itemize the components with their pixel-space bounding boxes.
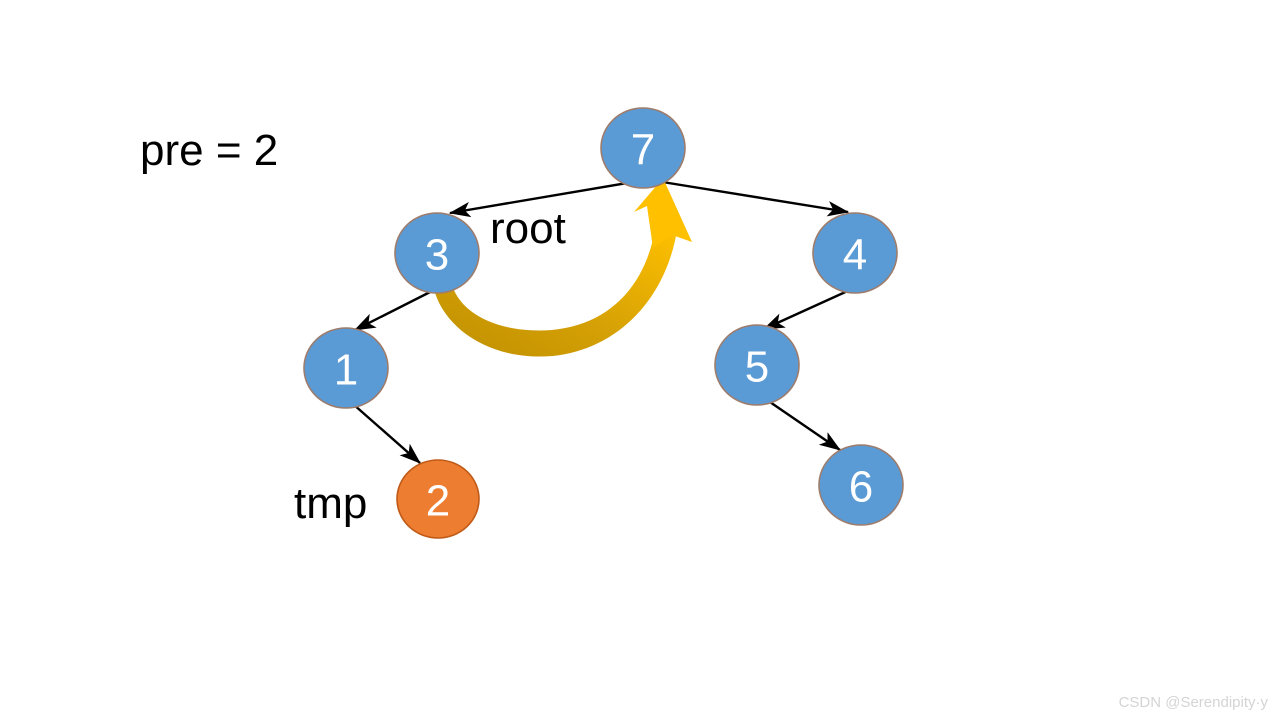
tree-edges [352,178,853,464]
node-value: 5 [745,343,769,392]
diagram-annotations: pre = 2 root tmp [140,126,566,528]
edge-1-to-2 [352,403,421,464]
highlight-arrowhead [634,178,692,248]
pre-label: pre = 2 [140,126,278,175]
edge-5-to-6 [766,399,841,451]
edge-3-to-1 [353,286,439,332]
node-circle [394,212,480,294]
node-circle [600,107,686,189]
edge-4-to-5 [762,287,853,331]
node-circle [812,212,898,294]
highlight-arrow-3-to-7 [435,178,692,357]
tree-nodes: 7 3 4 1 5 2 6 [303,107,904,539]
tree-node-5[interactable]: 5 [714,324,800,406]
node-value: 1 [334,346,358,395]
node-value: 2 [426,477,450,526]
node-circle [714,324,800,406]
tree-node-4[interactable]: 4 [812,212,898,294]
tmp-label: tmp [294,479,367,528]
node-value: 6 [849,463,873,512]
node-circle [818,444,904,526]
node-value: 4 [843,231,867,280]
node-circle [303,327,389,409]
edge-7-to-4 [649,178,850,217]
watermark: CSDN @Serendipity·y [1119,694,1269,711]
tree-node-2[interactable]: 2 [396,459,480,539]
tree-node-6[interactable]: 6 [818,444,904,526]
root-label: root [490,204,566,253]
node-value: 3 [425,231,449,280]
tree-node-1[interactable]: 1 [303,327,389,409]
node-value: 7 [631,126,655,175]
node-circle [396,459,480,539]
tree-node-3[interactable]: 3 [394,212,480,294]
edge-7-to-3 [448,178,646,218]
tree-node-7[interactable]: 7 [600,107,686,189]
